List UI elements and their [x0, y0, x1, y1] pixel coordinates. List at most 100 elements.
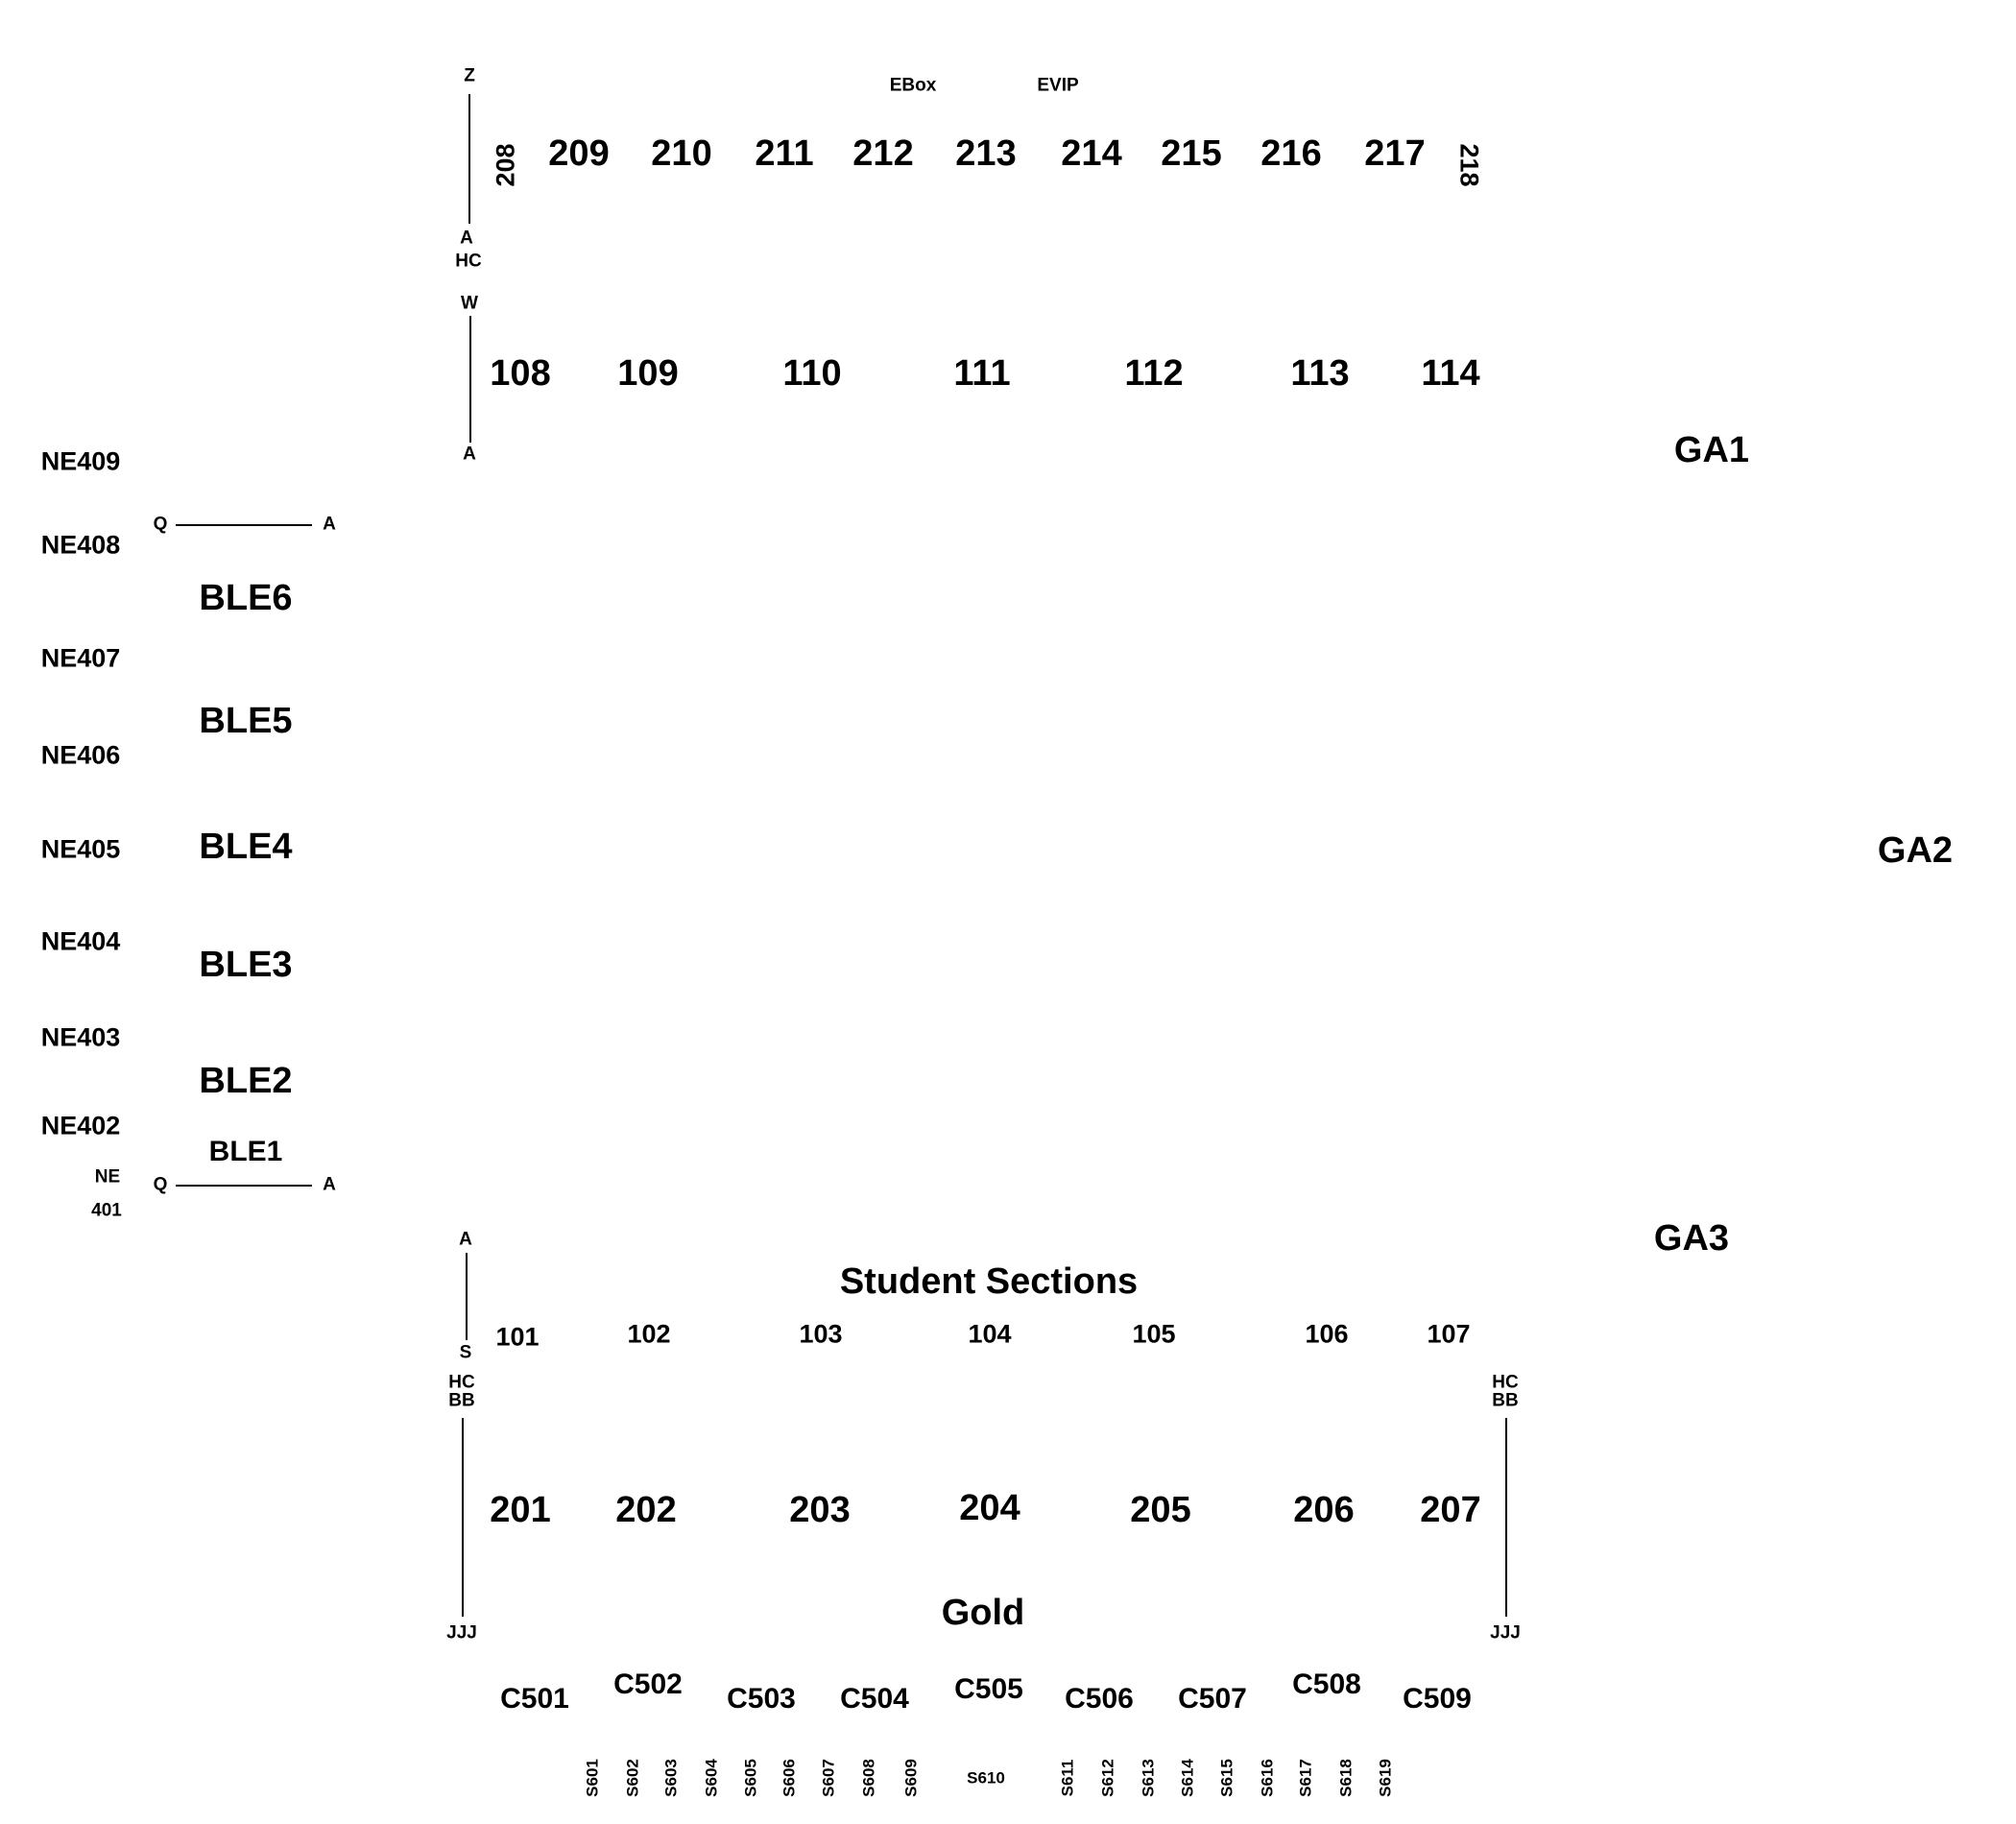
section-label: 108: [490, 353, 551, 394]
marker-q: Q: [153, 1174, 168, 1195]
section-label: S613: [1139, 1759, 1158, 1797]
section-label: NE402: [40, 1111, 121, 1140]
section-label: 217: [1364, 133, 1426, 174]
section-label: S606: [780, 1759, 799, 1797]
section-label: 208: [491, 143, 520, 187]
section-label: BLE5: [199, 701, 293, 741]
section-label: S607: [819, 1759, 838, 1797]
section-label: NE408: [40, 530, 121, 560]
section-label: S611: [1058, 1759, 1077, 1797]
section-label: S616: [1258, 1759, 1277, 1797]
marker-a: A: [459, 1229, 472, 1250]
section-label: NE406: [40, 740, 121, 770]
marker-bb: BB: [448, 1390, 475, 1411]
section-label: S617: [1296, 1759, 1315, 1797]
aisle-line-left-bb-jjj: [462, 1418, 464, 1617]
section-label: 206: [1293, 1490, 1355, 1530]
marker-z: Z: [464, 65, 475, 86]
section-label: 203: [789, 1490, 851, 1530]
marker-a: A: [323, 1174, 336, 1195]
section-label: 207: [1420, 1490, 1481, 1530]
section-label: C505: [954, 1673, 1023, 1705]
section-label: C502: [613, 1668, 683, 1700]
section-label: S609: [901, 1759, 921, 1797]
aisle-line-w-a: [469, 316, 471, 443]
marker-jjj: JJJ: [1490, 1622, 1521, 1644]
marker-s: S: [459, 1342, 472, 1363]
section-label: 102: [627, 1319, 671, 1349]
marker-a: A: [463, 444, 476, 465]
label-ebox: EBox: [889, 75, 937, 96]
section-label: 205: [1130, 1490, 1191, 1530]
marker-q: Q: [153, 514, 168, 535]
section-label: S608: [859, 1759, 878, 1797]
marker-w: W: [461, 293, 478, 314]
student-sections-heading: Student Sections: [839, 1261, 1139, 1302]
section-label: NE409: [40, 446, 121, 476]
section-label: 103: [799, 1319, 843, 1349]
marker-a: A: [323, 514, 336, 535]
aisle-line-z-a: [468, 94, 470, 224]
section-label: S619: [1376, 1759, 1395, 1797]
section-label: BLE1: [208, 1136, 283, 1167]
section-label: C509: [1403, 1683, 1472, 1715]
aisle-line-q-a-upper: [176, 524, 312, 526]
label-evip: EVIP: [1037, 75, 1079, 96]
gold-label: Gold: [941, 1593, 1025, 1633]
section-label: 212: [852, 133, 914, 174]
section-label: C501: [500, 1683, 569, 1715]
aisle-line-a-s: [466, 1253, 468, 1340]
marker-bb: BB: [1492, 1390, 1519, 1411]
section-label: C504: [840, 1683, 909, 1715]
section-label: 114: [1421, 353, 1480, 394]
section-label: C508: [1292, 1668, 1361, 1700]
section-label: NE: [94, 1166, 121, 1188]
section-label: 204: [959, 1488, 1020, 1528]
section-label: S605: [741, 1759, 760, 1797]
section-label: 214: [1061, 133, 1122, 174]
section-label: S615: [1217, 1759, 1236, 1797]
section-label: S610: [967, 1768, 1005, 1788]
section-label: 107: [1427, 1319, 1471, 1349]
section-ga1: GA1: [1673, 430, 1750, 470]
section-label: 113: [1290, 353, 1350, 394]
section-ga3: GA3: [1653, 1218, 1730, 1259]
section-label: C503: [727, 1683, 796, 1715]
marker-a: A: [460, 228, 473, 249]
section-label: 110: [782, 353, 842, 394]
section-label: S618: [1336, 1759, 1356, 1797]
section-label: 216: [1260, 133, 1322, 174]
section-label: 401: [91, 1200, 122, 1221]
section-label: BLE3: [199, 945, 293, 985]
section-label: S603: [661, 1759, 681, 1797]
section-label: 106: [1305, 1319, 1349, 1349]
section-label: BLE4: [199, 827, 293, 867]
section-label: 201: [490, 1490, 551, 1530]
marker-jjj: JJJ: [446, 1622, 477, 1644]
marker-hc: HC: [448, 1372, 475, 1393]
section-label: 215: [1161, 133, 1222, 174]
section-label: NE403: [40, 1022, 121, 1052]
section-label: 202: [615, 1490, 677, 1530]
section-label: NE405: [40, 834, 121, 864]
section-label: 101: [495, 1322, 540, 1352]
marker-hc: HC: [1492, 1372, 1519, 1393]
section-ga2: GA2: [1877, 830, 1954, 871]
section-label: S601: [583, 1759, 602, 1797]
section-label: S614: [1178, 1759, 1197, 1797]
section-label: 111: [953, 353, 1011, 394]
section-label: 104: [968, 1319, 1012, 1349]
section-label: BLE6: [199, 578, 293, 618]
section-label: 210: [651, 133, 712, 174]
section-label: BLE2: [199, 1061, 293, 1101]
section-label: 109: [617, 353, 679, 394]
section-label: 213: [955, 133, 1017, 174]
section-label: NE404: [40, 926, 121, 956]
section-label: S604: [702, 1759, 721, 1797]
section-label: NE407: [40, 643, 121, 673]
aisle-line-q-a-lower: [176, 1185, 312, 1187]
marker-hc: HC: [455, 251, 482, 272]
section-label: S602: [623, 1759, 642, 1797]
section-label: 211: [755, 133, 814, 174]
